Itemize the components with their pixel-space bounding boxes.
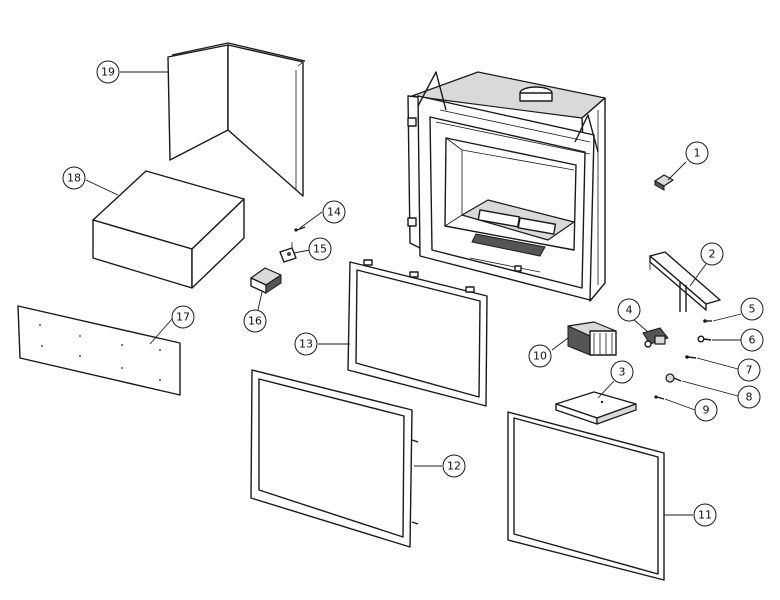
part-10-blower	[567, 321, 617, 356]
part-18-box	[92, 170, 245, 289]
callout-label: 5	[749, 303, 756, 316]
callout-5: 5	[740, 297, 764, 321]
callout-label: 11	[698, 509, 712, 522]
callout-17: 17	[171, 305, 195, 329]
part-6-fitting	[697, 335, 712, 343]
callout-label: 4	[626, 304, 633, 317]
callout-label: 8	[746, 391, 753, 404]
callout-19: 19	[96, 60, 120, 84]
callout-8: 8	[737, 385, 761, 409]
callout-label: 19	[101, 66, 115, 79]
callout-label: 15	[313, 243, 327, 256]
callout-13: 13	[294, 332, 318, 356]
callout-label: 7	[746, 364, 753, 377]
part-16-module	[250, 267, 282, 294]
callout-label: 9	[703, 404, 710, 417]
callout-label: 18	[67, 172, 81, 185]
part-17-flat-panel	[17, 305, 181, 396]
callouts: 1 2 3 4 5 6 7 8	[62, 60, 764, 527]
callout-label: 16	[248, 315, 262, 328]
part-2-rail	[649, 251, 721, 312]
callout-1: 1	[685, 141, 709, 165]
callout-label: 13	[299, 338, 313, 351]
part-3-tray	[555, 391, 637, 425]
callout-9: 9	[694, 398, 718, 422]
callout-12: 12	[442, 454, 466, 478]
part-19-corner-panels	[167, 42, 306, 197]
callout-label: 6	[749, 334, 756, 347]
callout-16: 16	[243, 309, 267, 333]
callout-4: 4	[617, 298, 641, 322]
part-14-screw	[294, 226, 306, 232]
part-7-screw	[685, 355, 697, 359]
part-11-glass-frame	[507, 411, 665, 581]
callout-2: 2	[700, 242, 724, 266]
callout-11: 11	[693, 503, 717, 527]
part-13-front-frame	[347, 259, 488, 407]
callout-label: 10	[533, 350, 547, 363]
leader-lines	[85, 71, 742, 516]
part-1-switch	[654, 174, 674, 191]
callout-label: 1	[694, 147, 701, 160]
callout-3: 3	[610, 360, 634, 384]
callout-18: 18	[62, 166, 86, 190]
callout-label: 12	[447, 460, 461, 473]
callout-label: 2	[709, 248, 716, 261]
part-12-glass-frame	[250, 369, 419, 548]
callout-10: 10	[528, 344, 552, 368]
callout-label: 3	[619, 366, 626, 379]
part-9-screw	[654, 395, 665, 400]
part-5-screw	[703, 319, 712, 323]
part-8-igniter	[665, 373, 682, 383]
callout-15: 15	[308, 237, 332, 261]
part-4-valve	[642, 327, 669, 348]
callout-14: 14	[322, 200, 346, 224]
callout-label: 17	[176, 311, 190, 324]
fireplace-firebox	[407, 71, 606, 302]
part-15-bracket	[279, 242, 297, 263]
callout-label: 14	[327, 206, 341, 219]
callout-6: 6	[740, 328, 764, 352]
callout-7: 7	[737, 358, 761, 382]
